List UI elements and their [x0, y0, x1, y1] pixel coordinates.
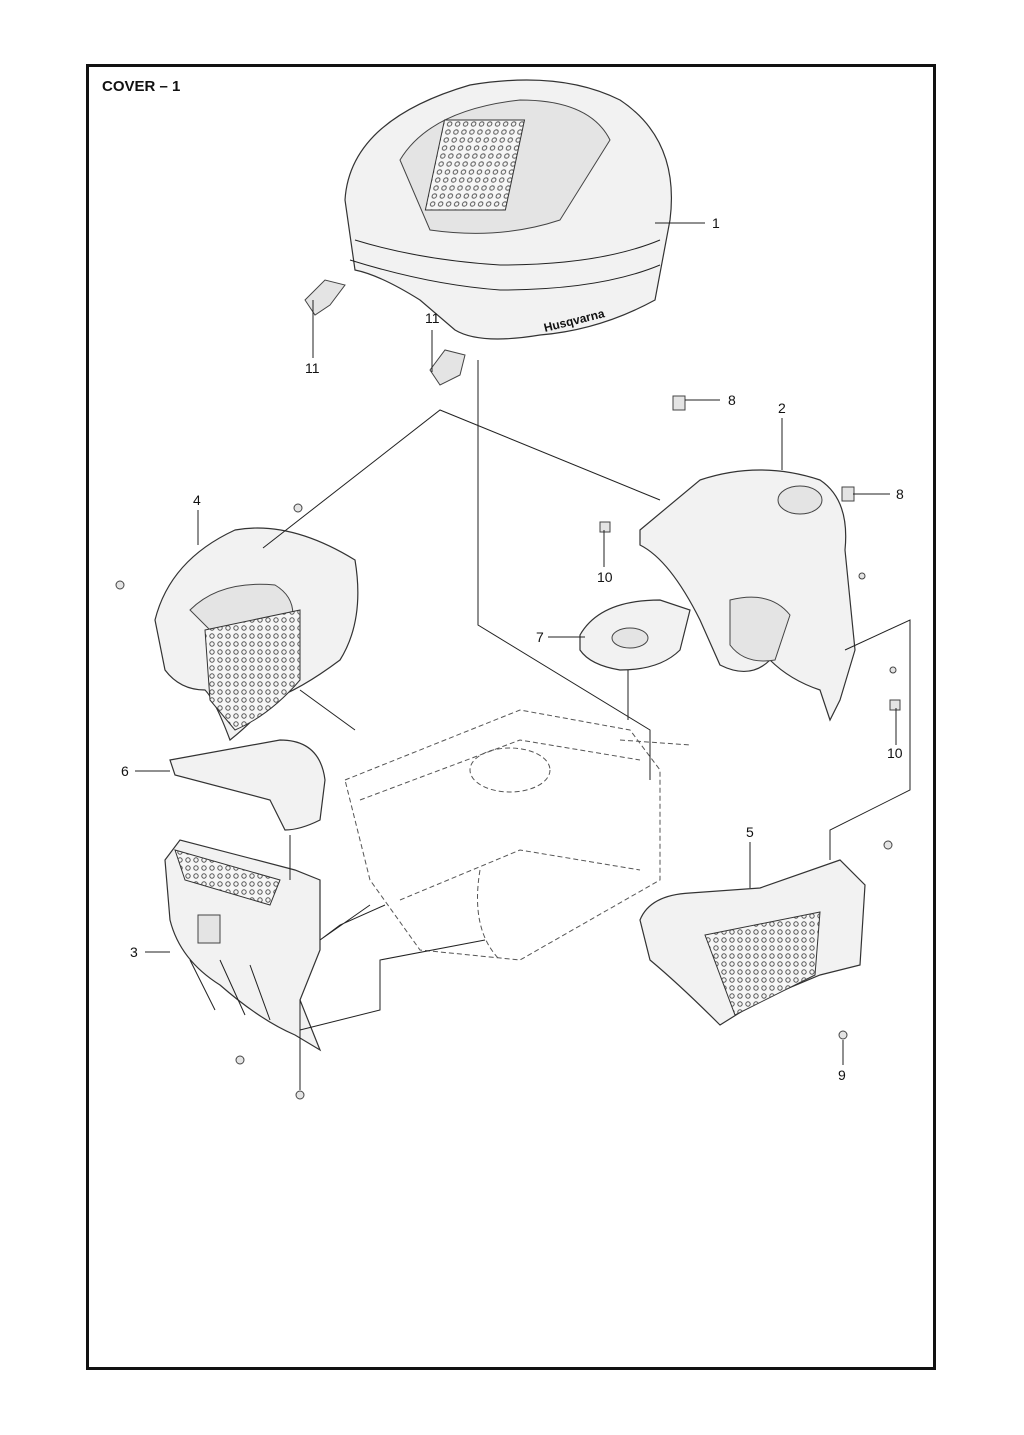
page-title: COVER – 1 [102, 78, 181, 95]
part-2-right-fender [639, 469, 856, 722]
callout-5: 5 [746, 824, 754, 840]
page-frame [86, 64, 936, 1370]
callout-8-upper: 8 [728, 392, 736, 408]
part-10-clip-left [599, 521, 611, 533]
callout-6: 6 [121, 763, 129, 779]
part-11-clip-left [304, 279, 346, 316]
part-6-dash-cover [169, 739, 326, 831]
callout-9: 9 [838, 1067, 846, 1083]
callout-10-right: 10 [887, 745, 903, 761]
callout-2: 2 [778, 400, 786, 416]
part-7-floor-plate [579, 599, 691, 671]
callout-10-left: 10 [597, 569, 613, 585]
callout-11-center: 11 [425, 310, 440, 326]
callout-4: 4 [193, 492, 201, 508]
assembly-guide-lines [262, 360, 911, 1090]
part-4-front-upper-cover [154, 527, 359, 741]
husqvarna-emblem-icon [197, 914, 221, 944]
leader-lines [135, 222, 897, 1065]
callout-3: 3 [130, 944, 138, 960]
part-10-clip-right [889, 699, 901, 711]
part-1-hood-cover: Husqvarna [344, 79, 673, 340]
callout-8-right: 8 [896, 486, 904, 502]
part-3-left-lower-grille [164, 839, 322, 1052]
callout-labels: 1 2 3 4 5 6 7 8 8 9 10 10 11 11 [121, 215, 904, 1083]
callout-11-left: 11 [305, 360, 320, 376]
callout-7: 7 [536, 629, 544, 645]
part-5-right-lower-grille [639, 859, 866, 1026]
fasteners [115, 395, 901, 1100]
part-9-screw [838, 1030, 848, 1040]
callout-1: 1 [712, 215, 720, 231]
part-8-clip-right [841, 486, 855, 502]
part-11-clip-center [429, 349, 466, 386]
chassis-frame-dashed [344, 709, 691, 961]
part-8-clip-upper [672, 395, 686, 411]
